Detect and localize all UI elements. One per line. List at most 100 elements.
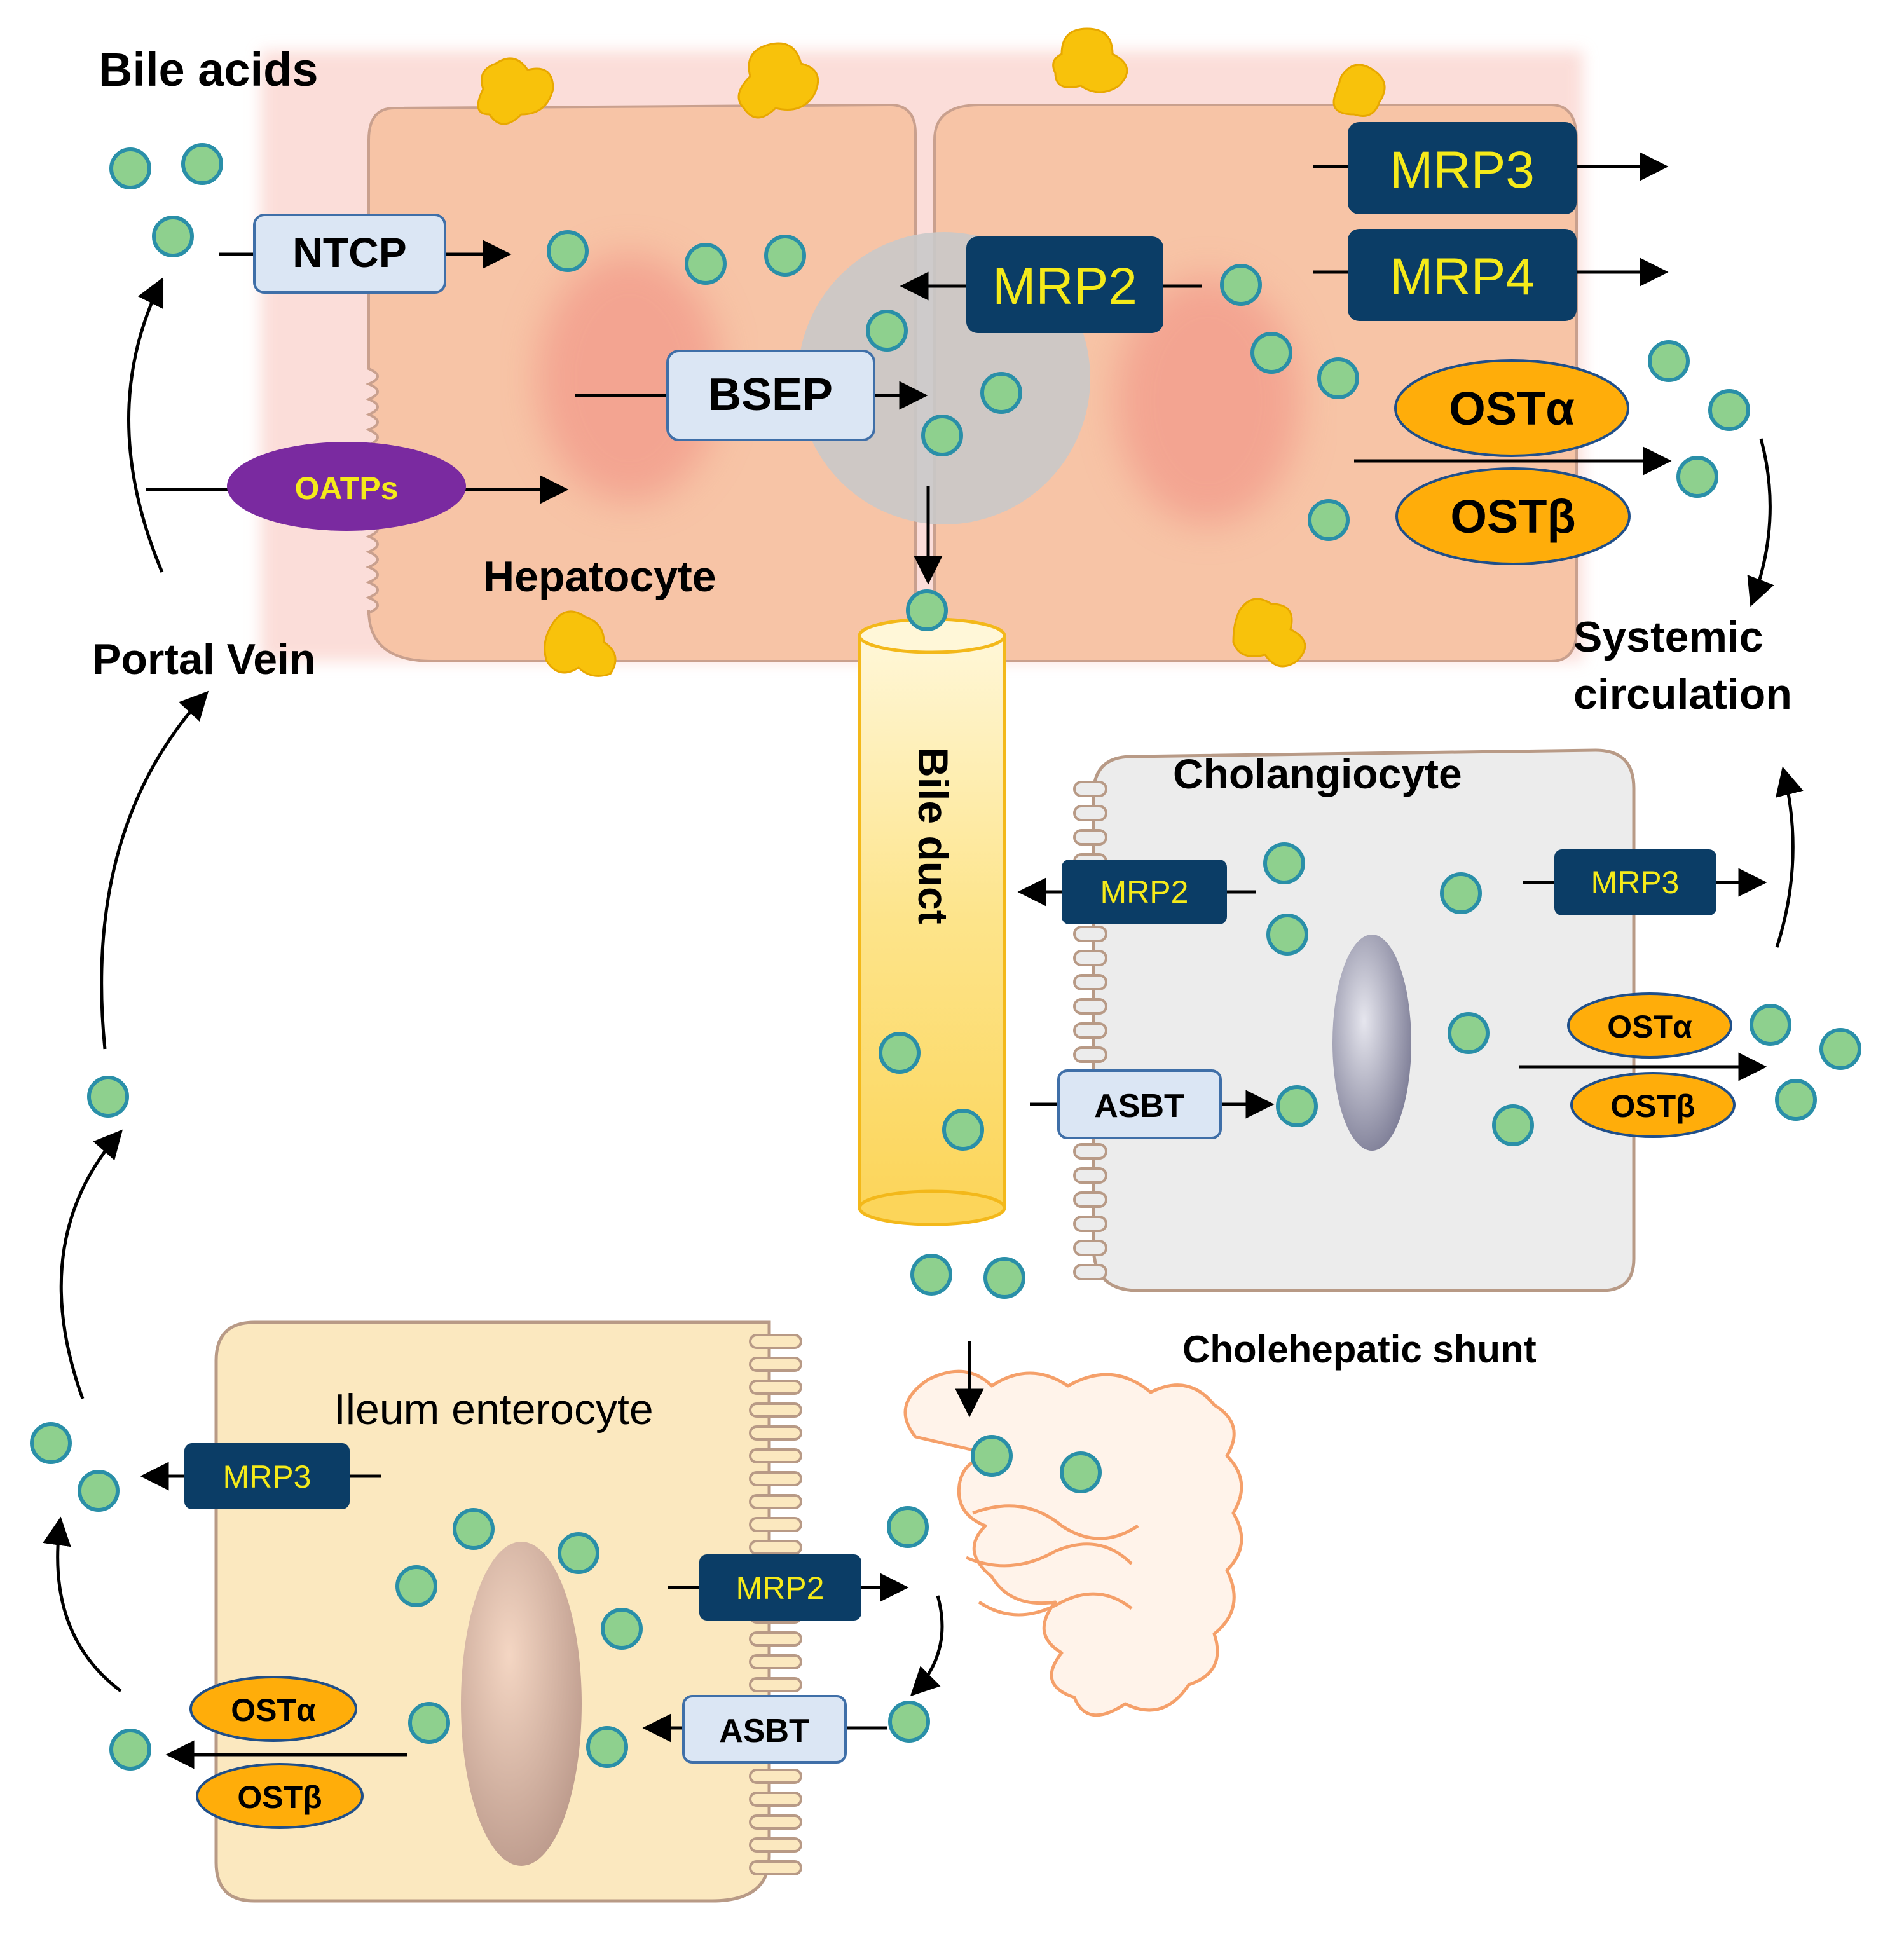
mrp3-chol-transporter: MRP3 [1554, 849, 1716, 915]
microvillus [749, 1402, 802, 1418]
asbt-ile-transporter: ASBT [682, 1695, 847, 1764]
microvillus [1073, 1046, 1107, 1063]
bile-acid-dot [78, 1470, 120, 1512]
bile-duct-label: Bile duct [910, 747, 957, 924]
microvillus [749, 1677, 802, 1692]
bsep-transporter: BSEP [666, 350, 875, 441]
systemic-label: Systemic [1573, 613, 1763, 661]
bile-acid-dot [152, 216, 194, 257]
microvillus [1073, 926, 1107, 942]
bile-acid-dot [866, 310, 908, 352]
microvillus [749, 1860, 802, 1875]
microvillus [749, 1540, 802, 1555]
microvillus [1073, 805, 1107, 821]
cholehepatic-shunt-label: Cholehepatic shunt [1182, 1328, 1537, 1371]
microvillus [749, 1334, 802, 1349]
osta-chol-transporter: OSTα [1567, 992, 1732, 1059]
oatps-label: OATPs [295, 470, 399, 506]
microvillus [749, 1837, 802, 1853]
microvillus [749, 1494, 802, 1509]
microvillus [749, 1631, 802, 1647]
transporters: NTCP BSEP ASBT ASBT MRP2 MRP3 MRP4 [184, 122, 1736, 1829]
microvillus [749, 1654, 802, 1669]
ileum-enterocyte-label: Ileum enterocyte [334, 1385, 654, 1434]
microvillus [1073, 974, 1107, 990]
bile-acid-dot [87, 1076, 129, 1118]
bile-acid-dot [980, 372, 1022, 414]
bile-acid-dot [921, 415, 963, 456]
cholangiocyte-microvilli [1073, 781, 1107, 1280]
microvillus [749, 1769, 802, 1784]
microvillus [749, 1357, 802, 1372]
bile-acid-dot [558, 1532, 599, 1574]
bile-acid-dot [685, 243, 727, 285]
bile-acid-dot [1266, 914, 1308, 956]
ostb-ile-transporter: OSTβ [196, 1763, 364, 1829]
microvillus [1073, 1022, 1107, 1039]
bile-acid-molecules [30, 143, 1861, 1771]
bile-acid-dot [1648, 340, 1690, 382]
bile-acid-dot [942, 1109, 984, 1151]
labels: Bile acids Hepatocyte Portal Vein System… [92, 43, 1792, 1434]
microvillus [749, 1814, 802, 1830]
osta-ile-label: OSTα [231, 1692, 316, 1728]
bile-acid-dot [109, 147, 151, 189]
hepatocyte-label: Hepatocyte [483, 552, 716, 601]
bile-acid-dot [887, 1506, 929, 1548]
bile-acid-dot [601, 1608, 643, 1650]
hepatocyte-nucleus-right [1116, 277, 1300, 524]
microvillus [1073, 1143, 1107, 1160]
ostb-chol-label: OSTβ [1610, 1088, 1695, 1124]
asbt-ile-label: ASBT [719, 1713, 809, 1750]
bile-acid-dot [879, 1032, 921, 1074]
bile-acid-dot [547, 230, 589, 272]
bile-duct [858, 617, 1006, 1226]
bile-acid-dot [181, 143, 223, 185]
mrp3-ile-label: MRP3 [223, 1459, 312, 1495]
microvillus [749, 1517, 802, 1532]
mrp3-chol-label: MRP3 [1591, 865, 1680, 900]
asbt-chol-transporter: ASBT [1057, 1069, 1222, 1139]
cholangiocyte-label: Cholangiocyte [1173, 750, 1462, 797]
mrp3-ile-transporter: MRP3 [184, 1443, 350, 1509]
ostb-chol-transporter: OSTβ [1570, 1072, 1736, 1138]
microvillus [1073, 829, 1107, 846]
mrp3-hep-transporter: MRP3 [1348, 122, 1577, 214]
bile-acid-dot [1440, 872, 1482, 914]
asbt-chol-label: ASBT [1094, 1088, 1184, 1125]
bile-acids-title: Bile acids [99, 43, 318, 96]
bile-acid-dot [1308, 499, 1350, 541]
bile-acid-dot [1708, 389, 1750, 431]
microvillus [749, 1792, 802, 1807]
bile-acid-dot [1060, 1451, 1102, 1493]
bile-acid-dot [888, 1701, 930, 1743]
mrp4-hep-label: MRP4 [1390, 248, 1535, 306]
bile-acid-dot [971, 1435, 1013, 1477]
microvillus [1073, 1191, 1107, 1208]
bile-acid-dot [1263, 842, 1305, 884]
bile-acid-dot [1676, 456, 1718, 498]
mrp2-chol-transporter: MRP2 [1062, 860, 1227, 924]
mrp2-hep-transporter: MRP2 [966, 236, 1163, 333]
microvillus [1073, 998, 1107, 1015]
circulation-label: circulation [1573, 670, 1792, 718]
bile-acid-dot [983, 1257, 1025, 1299]
mrp3-hep-label: MRP3 [1390, 141, 1535, 199]
mrp2-chol-label: MRP2 [1100, 874, 1189, 910]
osta-ile-transporter: OSTα [189, 1676, 357, 1742]
bile-acid-dot [109, 1729, 151, 1771]
bsep-label: BSEP [708, 369, 833, 420]
bile-acid-dot [1220, 264, 1262, 306]
bile-acid-dot [1492, 1104, 1534, 1146]
ntcp-transporter: NTCP [253, 214, 446, 294]
microvillus [1073, 781, 1107, 797]
bile-acid-dot [1819, 1028, 1861, 1070]
microvillus [749, 1425, 802, 1441]
ostb-hep-transporter: OSTβ [1395, 467, 1631, 565]
cholangiocyte [1073, 748, 1636, 1292]
bile-acid-dot [1276, 1085, 1318, 1127]
microvillus [749, 1380, 802, 1395]
osta-hep-label: OSTα [1449, 382, 1575, 435]
